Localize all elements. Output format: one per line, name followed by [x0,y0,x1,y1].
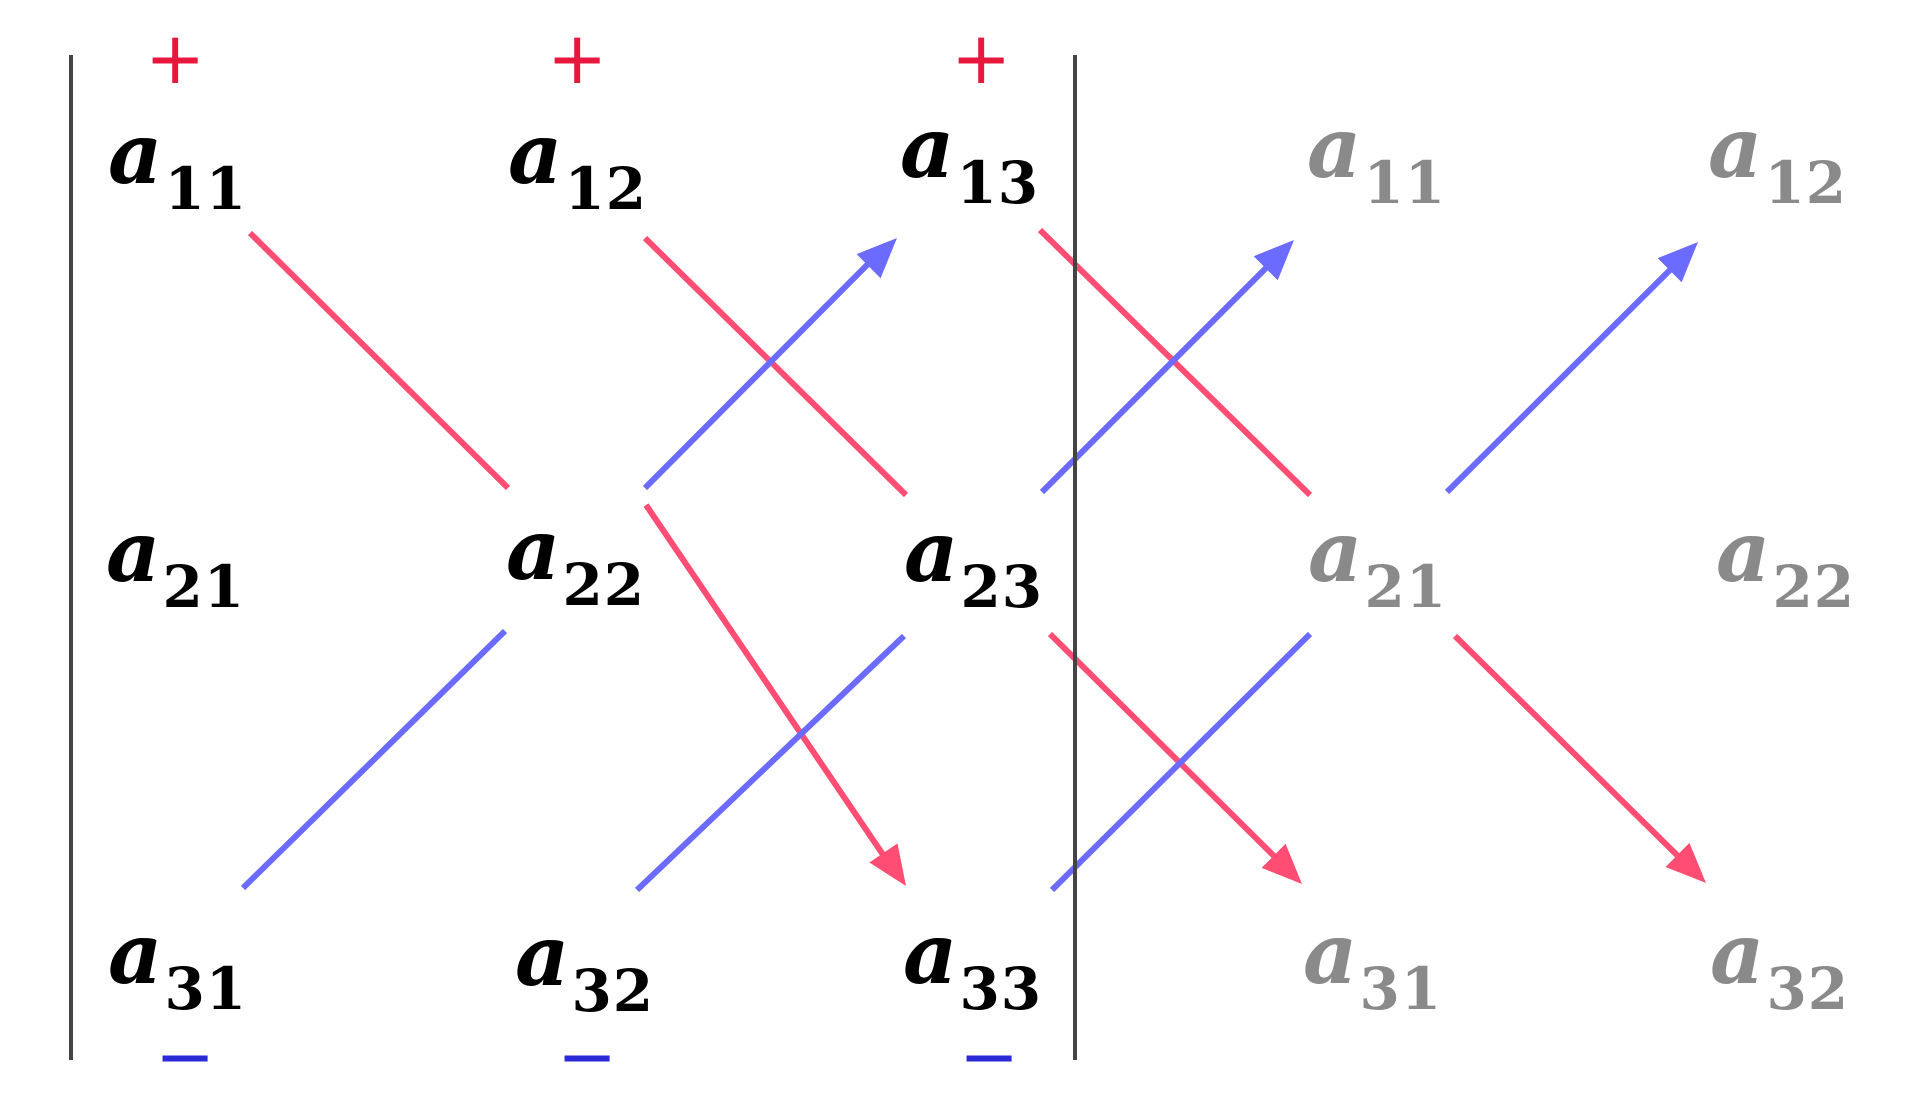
blue-diagonal-2-arrowhead [1253,240,1294,281]
red-diagonal-1-arrowhead [869,843,906,886]
repeated-entry-a22: a22 [1716,502,1856,621]
entry-a33: a33 [903,904,1043,1023]
repeated-entry-a21: a21 [1308,502,1448,621]
red-diagonal-3-arrowhead [1665,842,1706,883]
red-diagonal-1-line [247,230,511,491]
blue-diagonal-3-line [1049,631,1313,893]
entry-a23: a23 [904,502,1044,621]
entry-a22: a22 [506,500,646,619]
plus-sign-3: + [951,16,1012,100]
blue-diagonal-2-line [634,633,907,893]
repeated-entry-a12: a12 [1708,98,1848,217]
entry-a12: a12 [508,104,648,223]
red-diagonal-1-line [642,235,909,498]
repeated-entry-a11: a11 [1307,98,1447,217]
blue-diagonal-1-arrowhead [856,238,897,279]
entry-a31: a31 [108,904,248,1023]
plus-sign-2: + [547,16,608,100]
minus-sign-2: − [557,1014,618,1098]
red-diagonal-2-line [1047,631,1283,865]
entry-a21: a21 [106,502,246,621]
minus-sign-3: − [959,1014,1020,1098]
minus-sign-1: − [155,1014,216,1098]
entry-a13: a13 [900,98,1040,217]
blue-diagonal-3-arrowhead [1657,242,1698,283]
red-diagonal-1-head-line [643,503,893,867]
repeated-entry-a32: a32 [1710,904,1850,1023]
blue-diagonal-1-line [240,628,508,891]
determinant-right-bar [1073,55,1077,1060]
plus-sign-1: + [145,16,206,100]
blue-diagonal-2-head-line [1039,263,1271,495]
red-diagonal-3-line [1452,633,1687,865]
blue-diagonal-1-head-line [642,259,873,491]
entry-a32: a32 [515,906,655,1025]
entry-a11: a11 [108,104,248,223]
determinant-left-bar [69,55,73,1060]
repeated-entry-a31: a31 [1303,904,1443,1023]
blue-diagonal-3-head-line [1444,265,1675,495]
red-diagonal-2-arrowhead [1261,843,1302,884]
